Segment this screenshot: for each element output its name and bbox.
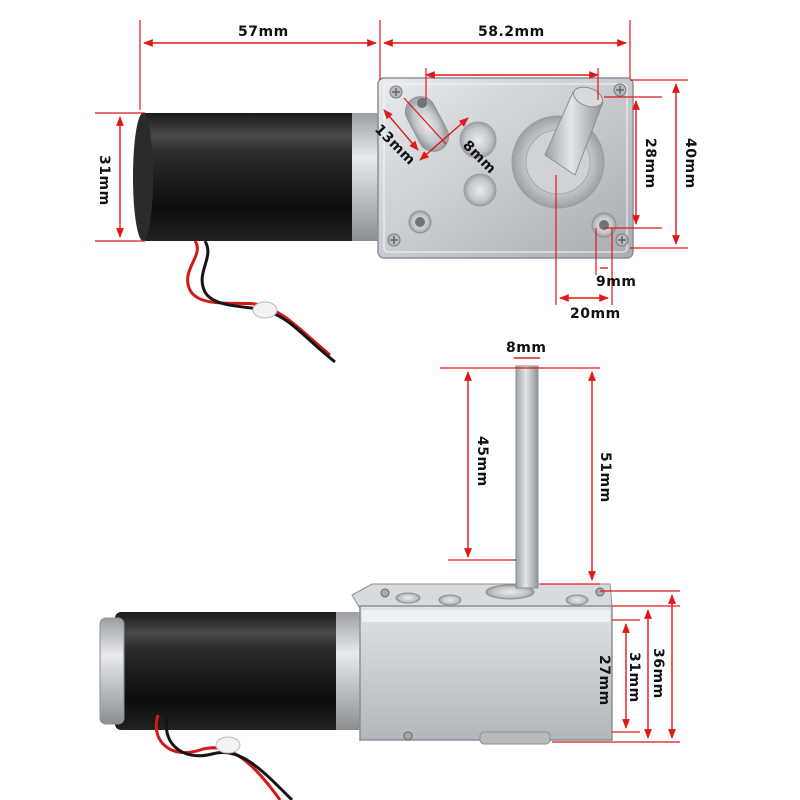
gearbox-height-inner-label: 27mm (596, 655, 612, 706)
slot-hole (417, 98, 427, 108)
screw-icon (615, 233, 629, 247)
mount-hole (415, 217, 425, 227)
top-dimensions (95, 20, 688, 305)
side-gearbox (351, 583, 613, 745)
output-shaft (544, 91, 604, 176)
gearbox-length-label: 58.2mm (478, 24, 545, 40)
screw-icon (613, 83, 627, 97)
gearbox-height-mid-label: 31mm (626, 652, 642, 703)
wire-tie (215, 736, 241, 754)
shaft-offset-label: 20mm (570, 306, 621, 322)
shaft-usable-length-label: 45mm (474, 436, 490, 487)
hole-offset-label: 9mm (596, 274, 636, 290)
red-wire (154, 714, 282, 800)
gearbox-width-label: 40mm (682, 138, 698, 189)
top-motor (133, 113, 378, 364)
gearbox-height-total-label: 36mm (650, 648, 666, 699)
wire-tie (252, 301, 278, 319)
screw-icon (403, 731, 413, 741)
motor-length-label: 57mm (238, 24, 289, 40)
side-dimensions (440, 357, 680, 743)
screw-icon (380, 588, 390, 598)
screw-icon (387, 233, 401, 247)
shaft-width-label: 8mm (506, 340, 546, 356)
black-wire (164, 714, 294, 800)
top-view: 57mm 58.2mm 31mm 40mm 28mm 13mm 8mm 9mm … (95, 20, 698, 364)
top-gearbox (377, 77, 634, 259)
black-wire (200, 240, 336, 364)
side-view: 8mm 45mm 51mm 27mm 31mm 36mm (99, 340, 680, 800)
side-motor (99, 612, 360, 800)
motor-diameter-label: 31mm (96, 155, 112, 206)
gear-boss (463, 173, 497, 207)
screw-icon (595, 587, 605, 597)
side-output-shaft (515, 365, 539, 589)
mount-spacing-label: 28mm (642, 138, 658, 189)
screw-icon (389, 85, 403, 99)
shaft-total-length-label: 51mm (597, 452, 613, 503)
